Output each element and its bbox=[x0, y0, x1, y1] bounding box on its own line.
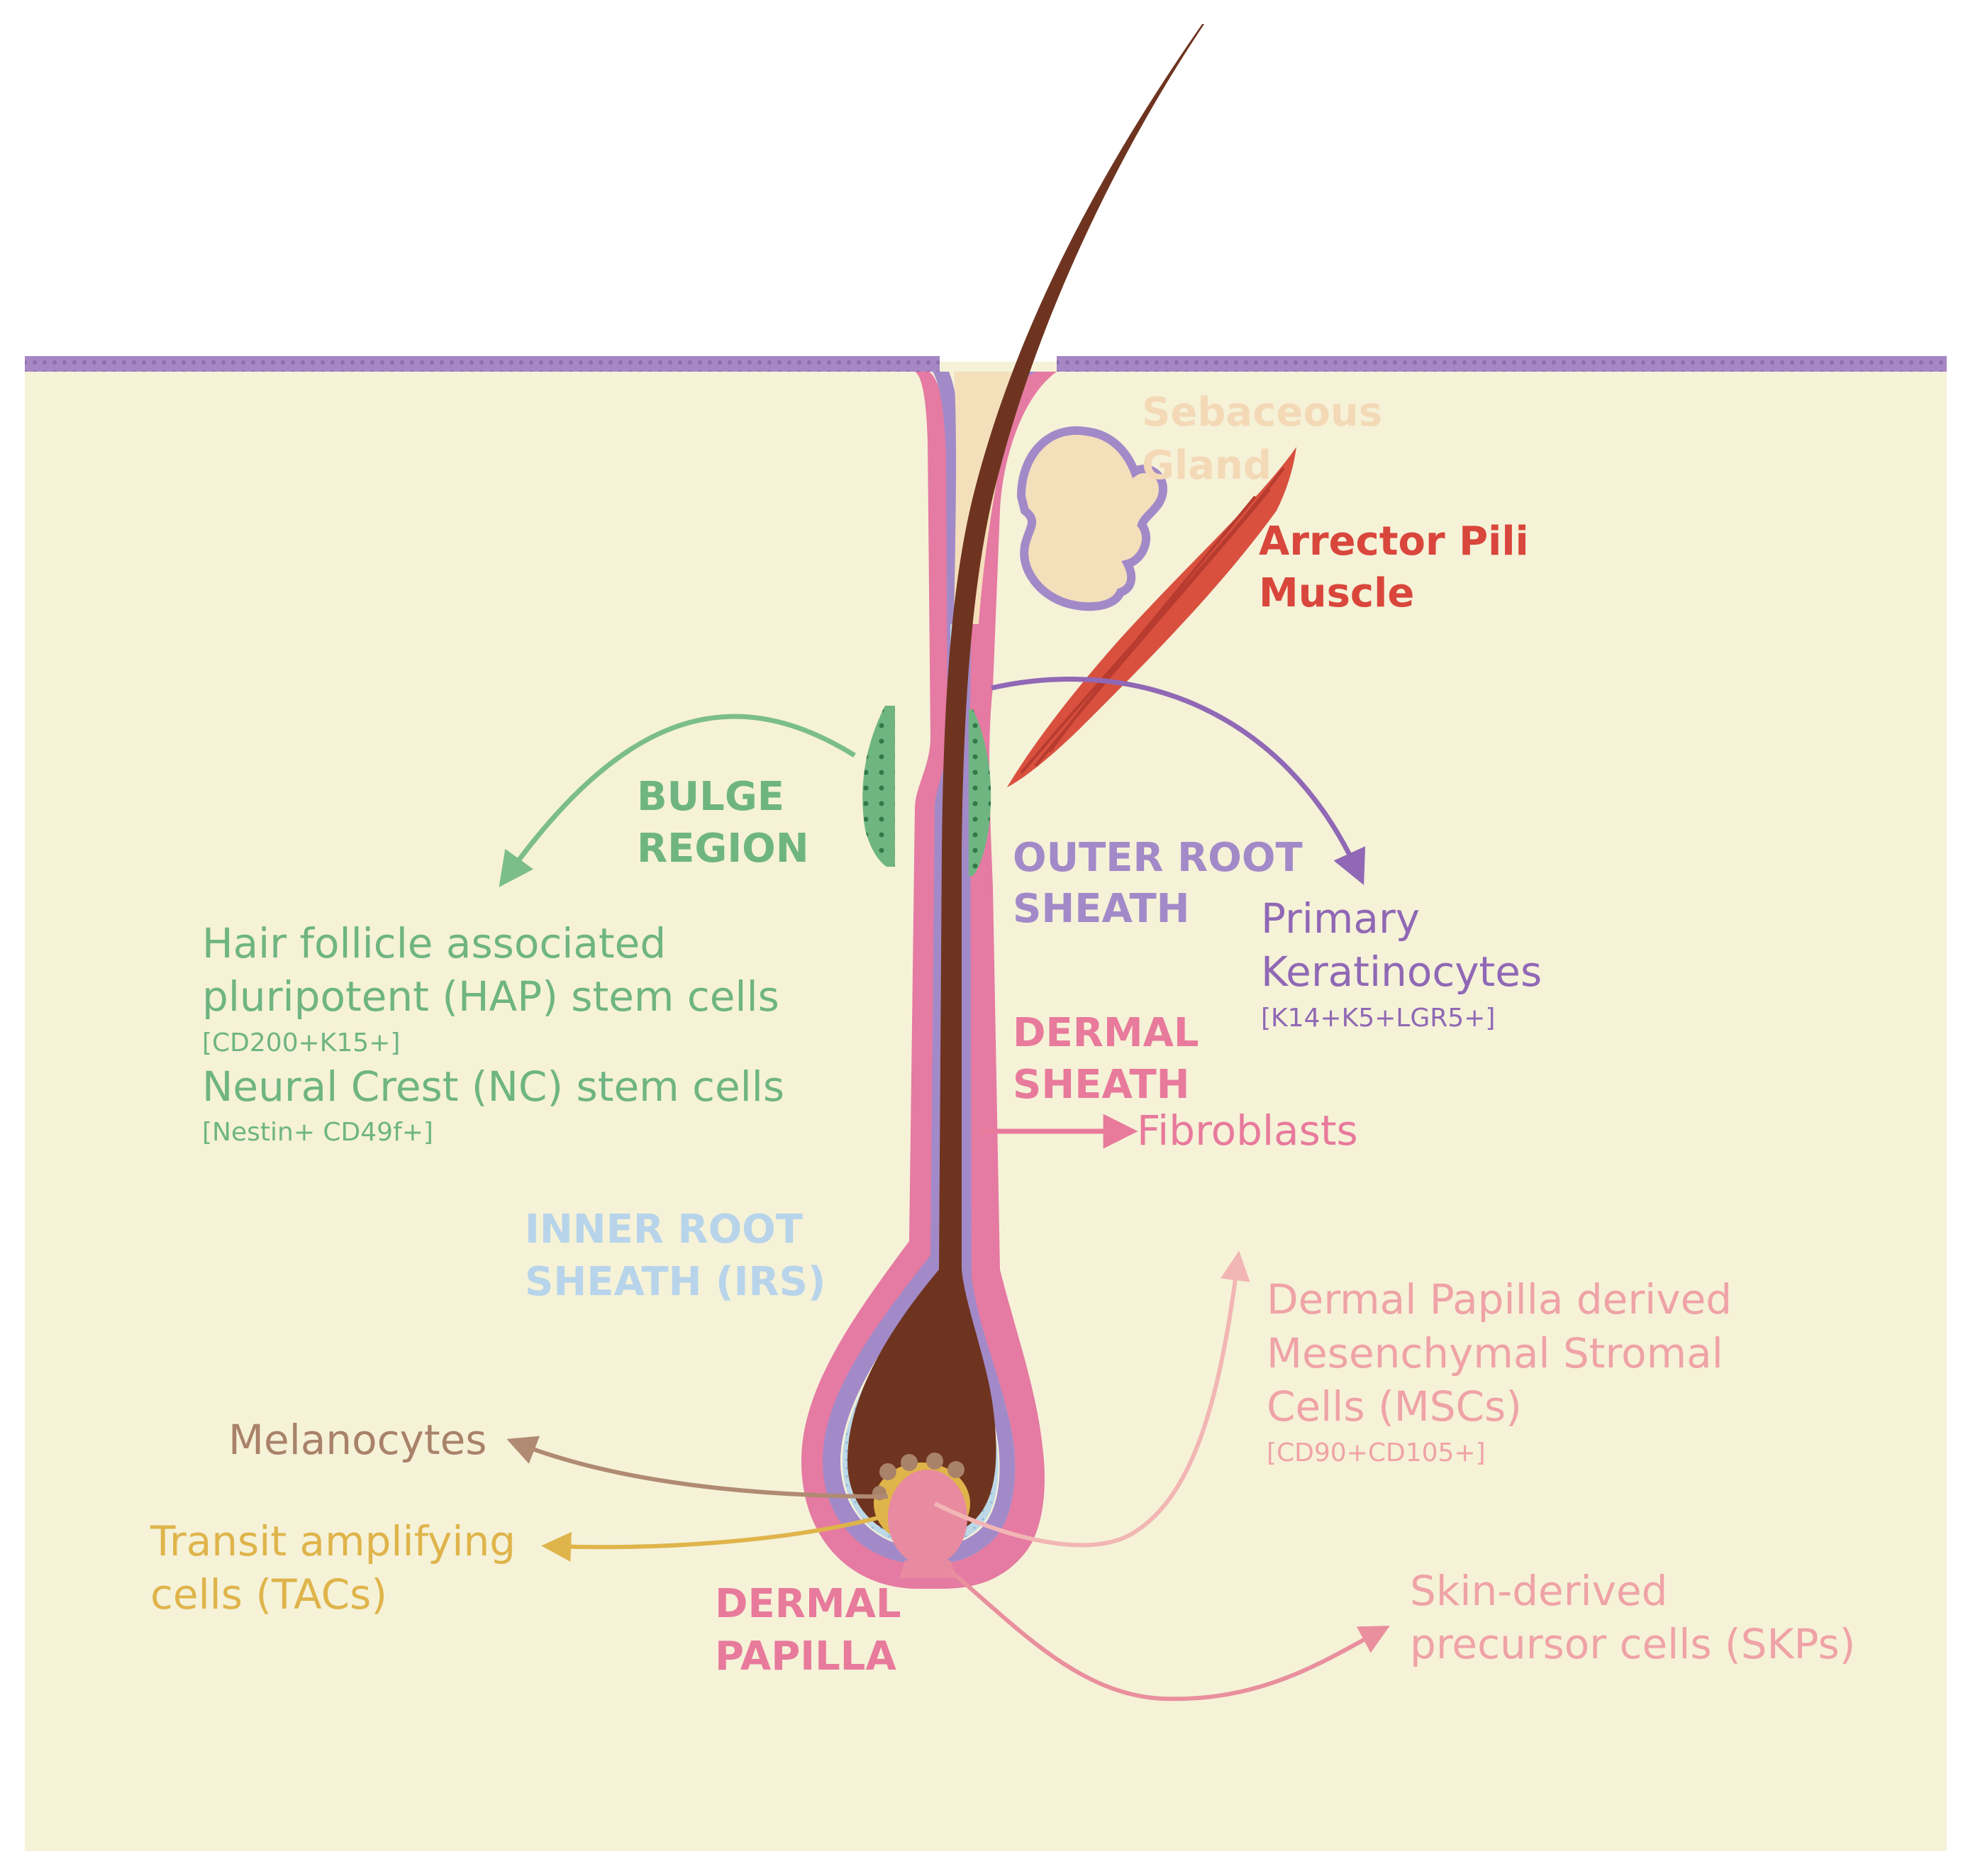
dermal-sheath bbox=[801, 372, 1057, 1589]
nc-stem-cells-label: Neural Crest (NC) stem cells bbox=[202, 1062, 784, 1111]
ds-label-line2: SHEATH bbox=[1013, 1062, 1190, 1108]
bulge-region-label: BULGE REGION bbox=[637, 774, 809, 872]
bulge-left-dots bbox=[862, 706, 895, 867]
epidermis-dots-left bbox=[25, 356, 940, 372]
arrector-label-line2: Muscle bbox=[1259, 570, 1414, 616]
nc-markers: [Nestin+ CD49f+] bbox=[202, 1118, 433, 1147]
keratinocytes-line2: Keratinocytes bbox=[1261, 948, 1542, 996]
dermal-papilla-label: DERMAL PAPILLA bbox=[715, 1581, 915, 1680]
sebaceous-gland-label: Sebaceous Gland bbox=[1142, 389, 1396, 489]
msc-markers: [CD90+CD105+] bbox=[1267, 1438, 1486, 1467]
ors-label-line2: SHEATH bbox=[1013, 886, 1190, 932]
dermal-sheath-label: DERMAL SHEATH bbox=[1013, 1010, 1213, 1108]
skp-arrow bbox=[949, 1569, 1390, 1702]
bulge-right-dots bbox=[969, 709, 991, 876]
outer-root-sheath-label: OUTER ROOT SHEATH bbox=[1013, 835, 1316, 932]
bulge-label-line2: REGION bbox=[637, 826, 809, 872]
msc-label: Dermal Papilla derived Mesenchymal Strom… bbox=[1267, 1275, 1745, 1431]
msc-arrow bbox=[933, 1250, 1250, 1548]
sebaceous-label-line1: Sebaceous bbox=[1142, 389, 1382, 435]
sebaceous-gland bbox=[1016, 426, 1168, 611]
tac-label: Transit amplifying cells (TACs) bbox=[150, 1517, 529, 1619]
dp-label-line2: PAPILLA bbox=[715, 1633, 896, 1680]
tac-arrow bbox=[541, 1516, 879, 1562]
inner-root-sheath-label: INNER ROOT SHEATH (IRS) bbox=[525, 1206, 825, 1305]
skp-label: Skin-derived precursor cells (SKPs) bbox=[1410, 1567, 1855, 1668]
bulge-arrow bbox=[499, 714, 856, 887]
keratinocytes-line1: Primary bbox=[1261, 894, 1420, 943]
msc-line1: Dermal Papilla derived bbox=[1267, 1275, 1732, 1323]
hair-shaft bbox=[847, 24, 1204, 1539]
hap-line2: pluripotent (HAP) stem cells bbox=[202, 972, 779, 1021]
melanocyte-arrow bbox=[506, 1436, 889, 1499]
bulge-label-line1: BULGE bbox=[637, 774, 784, 820]
arrector-pili-label: Arrector Pili Muscle bbox=[1259, 518, 1542, 616]
keratinocytes-markers: [K14+K5+LGR5+] bbox=[1261, 1004, 1495, 1033]
msc-line3: Cells (MSCs) bbox=[1267, 1382, 1522, 1431]
hap-markers: [CD200+K15+] bbox=[202, 1028, 400, 1058]
tac-line1: Transit amplifying bbox=[150, 1517, 516, 1565]
arrector-label-line1: Arrector Pili bbox=[1259, 518, 1529, 565]
hap-stem-cells-label: Hair follicle associated pluripotent (HA… bbox=[202, 919, 779, 1021]
irs-label-line1: INNER ROOT bbox=[525, 1206, 803, 1253]
arrector-pili-fibers bbox=[1020, 467, 1285, 775]
epidermis-dots-right bbox=[1057, 356, 1947, 372]
hap-line1: Hair follicle associated bbox=[202, 919, 666, 967]
dermal-papilla bbox=[888, 1470, 967, 1566]
ors-label-line1: OUTER ROOT bbox=[1013, 835, 1303, 881]
tac-line2: cells (TACs) bbox=[150, 1570, 387, 1619]
fibroblasts-label: Fibroblasts bbox=[1137, 1106, 1358, 1155]
dermal-papilla-stalk bbox=[899, 1560, 957, 1578]
msc-line2: Mesenchymal Stromal bbox=[1267, 1329, 1723, 1377]
keratinocyte-arrow bbox=[991, 677, 1366, 885]
skp-line2: precursor cells (SKPs) bbox=[1410, 1620, 1855, 1668]
skp-line1: Skin-derived bbox=[1410, 1567, 1668, 1615]
sebaceous-label-line2: Gland bbox=[1142, 443, 1272, 489]
dp-label-line1: DERMAL bbox=[715, 1581, 901, 1627]
keratinocytes-label: Primary Keratinocytes bbox=[1261, 894, 1542, 996]
irs-label-line2: SHEATH (IRS) bbox=[525, 1259, 825, 1305]
ds-label-line1: DERMAL bbox=[1013, 1010, 1199, 1056]
arrector-pili-muscle bbox=[1007, 447, 1296, 787]
melanocytes-label: Melanocytes bbox=[228, 1416, 487, 1464]
